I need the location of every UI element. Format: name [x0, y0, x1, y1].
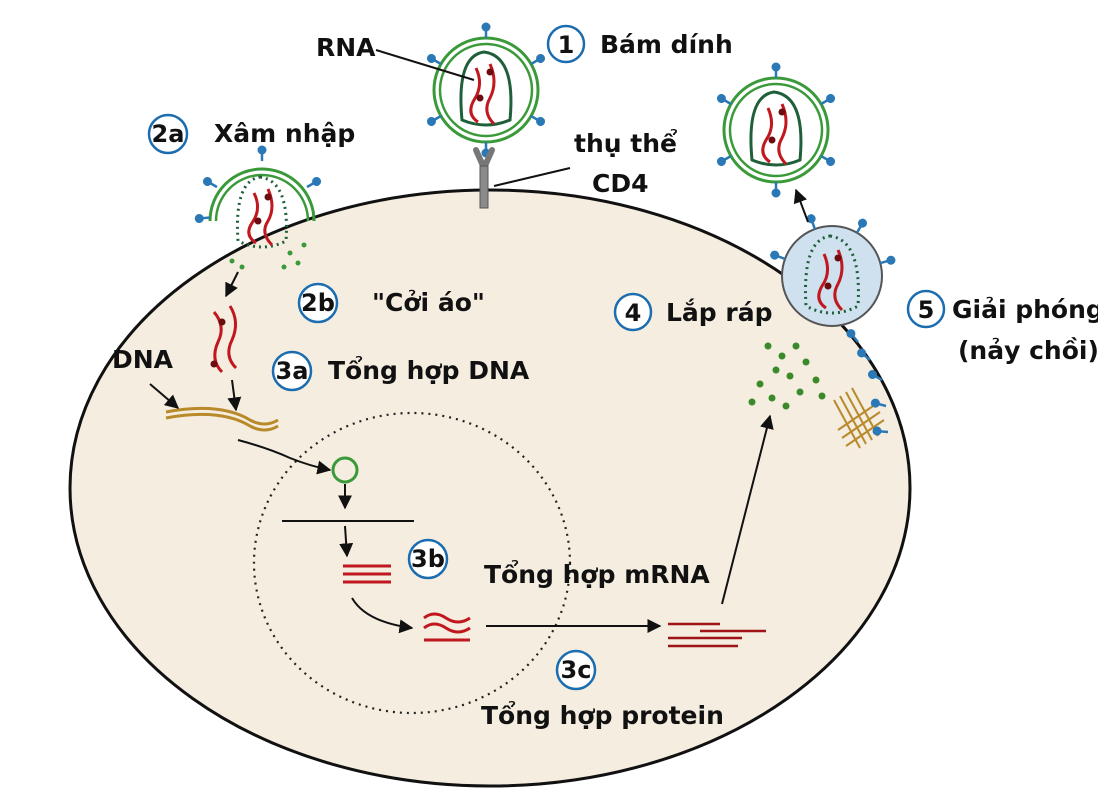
dna-label: DNA [112, 345, 174, 374]
step-3b-number: 3b [411, 545, 445, 573]
mature-virion [714, 61, 838, 199]
budding-virion [767, 211, 898, 327]
step-3a-badge [271, 350, 313, 392]
step-2b-badge [297, 282, 339, 324]
step-3a-number: 3a [276, 357, 309, 385]
receptor-label-line1: thụ thể [574, 128, 678, 158]
step-1-label: Bám dính [600, 30, 733, 59]
entry-arrow [225, 271, 239, 298]
integrated-dna-circle [331, 456, 359, 484]
dna-strand [165, 406, 279, 432]
dna-pointer [149, 383, 180, 409]
step-4-label: Lắp ráp [666, 298, 773, 327]
step-3b-label: Tổng hợp mRNA [484, 559, 710, 589]
nucleus [252, 411, 572, 715]
rna-pointer [375, 49, 475, 81]
step-2a-number: 2a [152, 120, 185, 148]
step-1-badge [546, 24, 586, 64]
receptor-pointer [493, 167, 571, 187]
step-2b-label: "Cởi áo" [372, 288, 485, 317]
assembly-dots [748, 342, 826, 410]
mrna-export-arrow [351, 597, 414, 634]
dna-to-nucleus-arrow [237, 439, 332, 475]
step-3c-number: 3c [561, 656, 592, 684]
membrane-proteins [833, 325, 890, 449]
step-5-label-line1: Giải phóng [952, 295, 1098, 324]
virion-entering [193, 144, 324, 270]
transcription-arrow [339, 525, 354, 558]
step-3b-badge [407, 538, 449, 580]
step-2b-number: 2b [301, 289, 335, 317]
virion-attaching [424, 21, 548, 159]
rna-label: RNA [316, 33, 376, 62]
release-arrow [793, 188, 809, 223]
step-2a-label: Xâm nhập [214, 119, 355, 148]
step-5-badge [906, 289, 946, 329]
step-1-number: 1 [558, 31, 575, 59]
protein-to-assembly-arrow [721, 414, 774, 605]
step-5-number: 5 [918, 296, 935, 324]
step-3c-label: Tổng hợp protein [481, 700, 724, 730]
step-4-number: 4 [625, 299, 642, 327]
step-2a-badge [147, 113, 189, 155]
step-4-badge [613, 292, 653, 332]
processed-mrna [423, 612, 471, 642]
mrna-lines [343, 564, 391, 584]
receptor-label-line2: CD4 [592, 169, 649, 198]
step-3a-label: Tổng hợp DNA [328, 355, 530, 385]
uncoated-rna [210, 305, 238, 374]
cd4-receptor [473, 147, 495, 209]
step-3c-badge [555, 649, 597, 691]
protein-strands [668, 622, 766, 648]
step-5-label-line2: (nảy chồi) [958, 336, 1098, 365]
rna-to-dna-arrow [227, 379, 242, 412]
